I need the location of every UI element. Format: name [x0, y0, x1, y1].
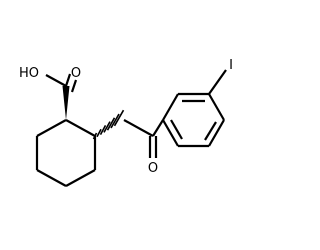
iodine-substituent: I	[208, 58, 233, 95]
benzene-double-2	[204, 121, 217, 141]
wedge-bond	[62, 86, 70, 120]
ketone-oxygen-label: O	[148, 161, 158, 176]
c-oh-bond	[45, 74, 67, 87]
benzene-bond-6	[162, 119, 179, 147]
c-o-double-bond-b	[70, 79, 78, 93]
benzene-bond-4	[208, 119, 225, 147]
hashed-bond	[92, 109, 125, 140]
ch2-co-bond	[123, 119, 154, 137]
ketone-group: O	[123, 119, 164, 176]
ring-bond-1	[65, 119, 96, 137]
carboxyl-oxygen-label: O	[71, 66, 81, 81]
cyclohexane-ring	[35, 119, 97, 187]
chemical-structure-diagram: HO O O I wedge hashe	[19, 58, 233, 187]
benzene-double-3	[170, 119, 183, 140]
c-o-double-bond-a	[64, 73, 72, 87]
hydroxyl-label: HO	[19, 66, 39, 81]
iodine-label: I	[229, 58, 233, 73]
benzene-bond-1	[162, 93, 179, 121]
co-ring-bond	[152, 119, 164, 137]
ring-bond-6	[36, 119, 67, 137]
benzene-bond-3	[208, 93, 225, 121]
carboxylic-acid-group: HO O	[19, 66, 81, 120]
ring-bond-4	[36, 169, 67, 187]
ring-bond-3	[65, 169, 96, 187]
benzene-ring	[162, 92, 225, 148]
c-i-bond	[208, 69, 227, 95]
